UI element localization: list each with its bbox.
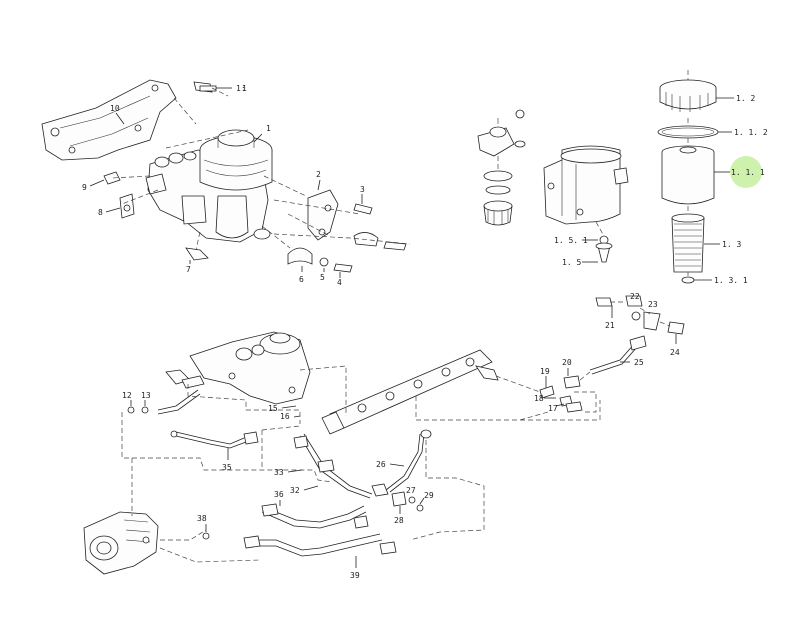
label-35: 35: [222, 463, 232, 472]
label-27: 27: [406, 486, 416, 495]
label-9: 9: [82, 183, 87, 192]
label-20: 20: [562, 358, 572, 367]
filter-housing-assembly: [41, 79, 411, 273]
label-1b: 1: [242, 84, 247, 93]
label-22: 22: [630, 292, 640, 301]
label-5: 5: [320, 273, 325, 282]
label-2: 2: [316, 170, 321, 179]
label-16: 16: [280, 412, 290, 421]
label-1-2: 1. 2: [736, 94, 755, 103]
label-7: 7: [186, 265, 191, 274]
label-25: 25: [634, 358, 644, 367]
label-19: 19: [540, 367, 550, 376]
label-8: 8: [98, 208, 103, 217]
label-1-3: 1. 3: [722, 240, 741, 249]
label-39: 39: [350, 571, 360, 580]
label-1-1-2: 1. 1. 2: [734, 128, 768, 137]
label-38: 38: [197, 514, 207, 523]
label-28: 28: [394, 516, 404, 525]
label-36: 36: [274, 490, 284, 499]
label-1-3-1: 1. 3. 1: [714, 276, 748, 285]
label-10: 10: [110, 104, 120, 113]
label-29: 29: [424, 491, 434, 500]
label-18: 18: [534, 394, 544, 403]
label-33: 33: [274, 468, 284, 477]
labels-top-left: 1: 1 1 10 9 8 7 2 3 6 5 4: [82, 84, 365, 287]
label-1-1-1: 1. 1. 1: [731, 168, 765, 177]
highlight-marker: [730, 156, 762, 188]
label-15: 15: [268, 404, 278, 413]
label-1-5: 1. 5: [562, 258, 581, 267]
label-23: 23: [648, 300, 658, 309]
filter-cartridge-assembly: [477, 70, 719, 284]
label-6: 6: [299, 275, 304, 284]
label-1: 1: [266, 124, 271, 133]
labels-top-right: 1. 2 1. 1. 2 1. 1. 1 1. 3 1. 3. 1 1. 5. …: [554, 94, 768, 285]
label-3: 3: [360, 185, 365, 194]
label-1-5-1: 1. 5. 1: [554, 236, 588, 245]
label-4: 4: [337, 278, 342, 287]
label-21: 21: [605, 321, 615, 330]
label-12: 12: [122, 391, 132, 400]
label-24: 24: [670, 348, 680, 357]
label-17: 17: [548, 404, 558, 413]
label-32: 32: [290, 486, 300, 495]
label-13: 13: [141, 391, 151, 400]
fuel-rail-assembly: [83, 295, 685, 575]
label-11: 1:: [236, 84, 246, 93]
label-26: 26: [376, 460, 386, 469]
labels-bottom: 21 22 23 24 25 20 19 18 17 15 16 12 13 3…: [122, 292, 680, 580]
